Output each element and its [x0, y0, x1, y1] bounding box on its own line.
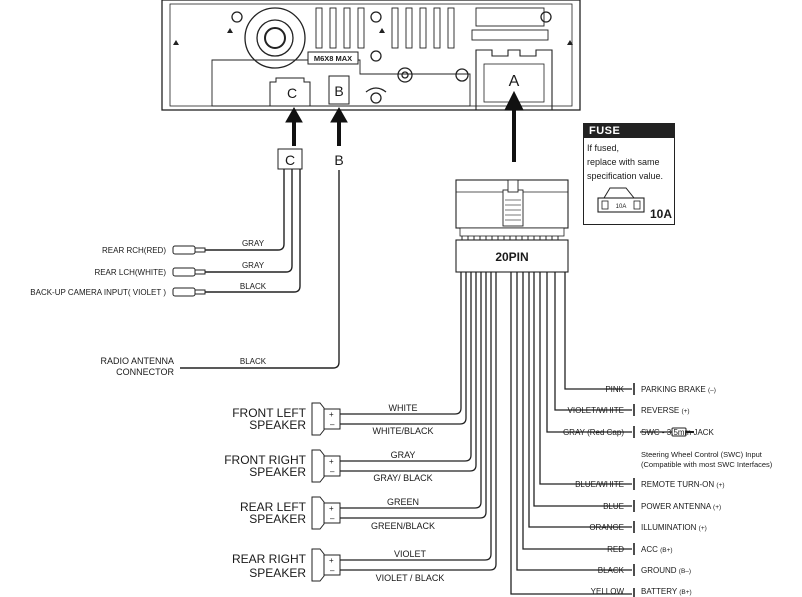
antenna-label-1: RADIO ANTENNA — [100, 356, 174, 366]
fuse-instructions: If fused, replace with same specificatio… — [584, 138, 674, 183]
socket-b — [328, 75, 350, 105]
fuse-rating: 10A — [649, 207, 672, 221]
spk-wire-fl-pos: WHITE — [389, 403, 418, 413]
wire-color-2: GRAY (Red Cap) — [563, 428, 624, 437]
speaker-label-rl-1: REAR LEFT — [240, 500, 307, 514]
harness-plug-20pin — [455, 179, 569, 273]
spk-wire-rl-neg: GREEN/BLACK — [371, 521, 435, 531]
spk-wire-rr-neg: VIOLET / BLACK — [376, 573, 445, 583]
harness-plug-label: 20PIN — [495, 250, 528, 264]
socket-a-label: A — [509, 73, 520, 90]
fuse-line-1: If fused, — [587, 143, 620, 153]
svg-text:+: + — [329, 457, 334, 466]
fuse-line-2: replace with same — [587, 157, 660, 167]
spk-wire-fr-neg: GRAY/ BLACK — [373, 473, 432, 483]
svg-text:–: – — [330, 467, 335, 476]
model-label: M6X8 MAX — [314, 54, 352, 63]
insert-arrows — [285, 90, 524, 162]
rca-label-1: REAR LCH(WHITE) — [94, 268, 166, 277]
speaker-label-fl-1: FRONT LEFT — [232, 406, 306, 420]
socket-c-label: C — [287, 85, 297, 101]
speaker-label-fl-2: SPEAKER — [249, 418, 306, 432]
svg-text:–: – — [330, 420, 335, 429]
wire-color-1: VIOLET/WHITE — [568, 406, 624, 415]
swc-note-1: Steering Wheel Control (SWC) Input — [641, 450, 763, 459]
plug-b-label: B — [334, 152, 343, 168]
wire-color-6: RED — [607, 545, 624, 554]
antenna-label-2: CONNECTOR — [116, 367, 174, 377]
fuse-icon: 10A — [597, 187, 645, 213]
spk-wire-fr-pos: GRAY — [391, 450, 416, 460]
speaker-rear-left — [311, 496, 341, 530]
svg-text:+: + — [329, 504, 334, 513]
rca-wire-0: GRAY — [242, 239, 265, 248]
speaker-label-fr-2: SPEAKER — [249, 465, 306, 479]
speaker-wires — [340, 272, 497, 571]
wire-func-4: POWER ANTENNA (+) — [641, 502, 721, 511]
rca-wires — [205, 169, 301, 293]
spk-wire-rr-pos: VIOLET — [394, 549, 427, 559]
wire-color-8: YELLOW — [591, 587, 625, 596]
svg-text:+: + — [329, 556, 334, 565]
rca-plugs — [172, 245, 206, 297]
swc-jack — [640, 427, 694, 437]
spk-wire-rl-pos: GREEN — [387, 497, 419, 507]
wire-color-7: BLACK — [598, 566, 625, 575]
rca-wire-1: GRAY — [242, 261, 265, 270]
speaker-front-right — [311, 449, 341, 483]
wire-color-4: BLUE — [603, 502, 624, 511]
model-label-plate — [307, 51, 359, 65]
swc-note-2: (Compatible with most SWC Interfaces) — [641, 460, 773, 469]
wire-func-8: BATTERY (B+) — [641, 587, 692, 596]
wire-func-5: ILLUMINATION (+) — [641, 523, 707, 532]
svg-text:+: + — [329, 410, 334, 419]
wire-func-1: REVERSE (+) — [641, 406, 690, 415]
wire-color-3: BLUE/WHITE — [575, 480, 624, 489]
svg-text:–: – — [330, 514, 335, 523]
socket-b-label: B — [334, 83, 343, 99]
plug-c-label: C — [285, 152, 295, 168]
rca-label-2: BACK-UP CAMERA INPUT( VIOLET ) — [30, 288, 166, 297]
rca-wire-2: BLACK — [240, 282, 267, 291]
wire-func-6: ACC (B+) — [641, 545, 673, 554]
wire-func-3: REMOTE TURN-ON (+) — [641, 480, 725, 489]
antenna-wire — [180, 170, 340, 369]
fuse-info-box: FUSE If fused, replace with same specifi… — [583, 123, 675, 225]
rca-label-0: REAR RCH(RED) — [102, 246, 166, 255]
svg-text:–: – — [330, 566, 335, 575]
speaker-label-fr-1: FRONT RIGHT — [224, 453, 306, 467]
speaker-front-left — [311, 402, 341, 436]
speaker-label-rr-2: SPEAKER — [249, 566, 306, 580]
speaker-rear-right — [311, 548, 341, 582]
function-wires — [510, 272, 632, 595]
wire-func-2: SWC - 3.5mm JACK — [641, 428, 715, 437]
socket-c — [269, 77, 311, 107]
wire-func-0: PARKING BRAKE (–) — [641, 385, 716, 394]
fuse-header: FUSE — [584, 124, 674, 138]
speaker-label-rr-1: REAR RIGHT — [232, 552, 307, 566]
wire-func-7: GROUND (B–) — [641, 566, 691, 575]
fuse-line-3: specification value. — [587, 171, 664, 181]
speaker-polarity-marks: +– +– +– +– — [329, 410, 335, 575]
wire-color-5: ORANGE — [589, 523, 624, 532]
plug-c — [277, 148, 303, 170]
harness-pins — [461, 236, 559, 240]
head-unit-chassis — [161, 0, 581, 111]
fuse-icon-label: 10A — [616, 204, 627, 210]
spk-wire-fl-neg: WHITE/BLACK — [372, 426, 433, 436]
wire-color-0: PINK — [605, 385, 624, 394]
speaker-label-rl-2: SPEAKER — [249, 512, 306, 526]
antenna-wire-label: BLACK — [240, 357, 267, 366]
mount-markers — [173, 28, 573, 45]
